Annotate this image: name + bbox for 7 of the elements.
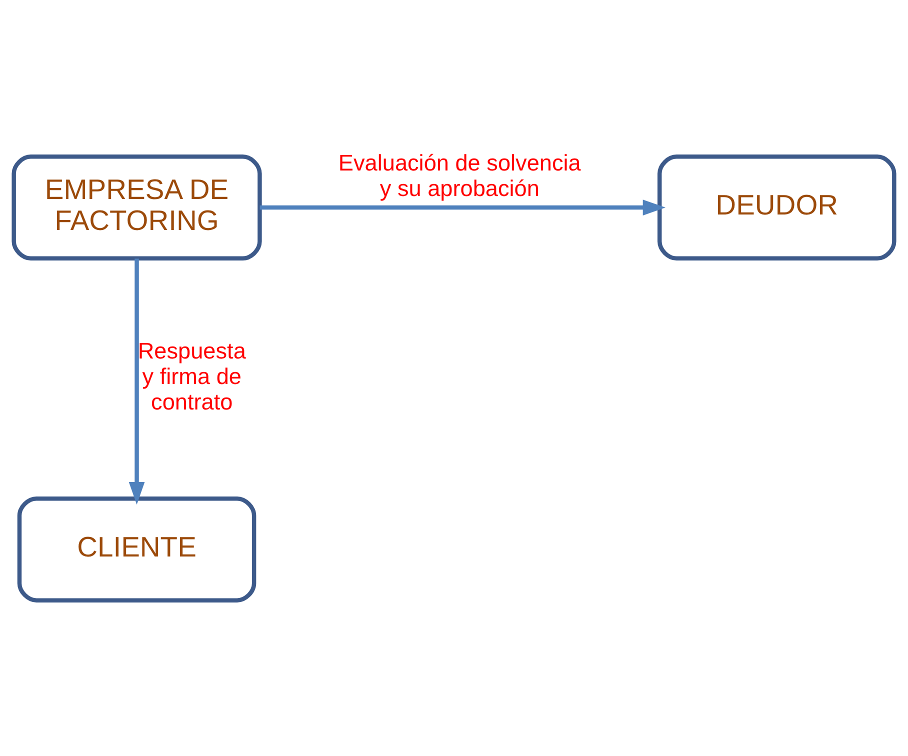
node-box: CLIENTE [17,496,256,602]
edge-label: Respuesta y firma de contrato [138,338,246,414]
arrow [260,199,666,215]
node-box: EMPRESA DE FACTORING [12,154,262,260]
edge-label: Evaluación de solvencia y su aprobación [338,150,581,200]
arrow [128,258,145,504]
node-box: DEUDOR [657,154,896,260]
